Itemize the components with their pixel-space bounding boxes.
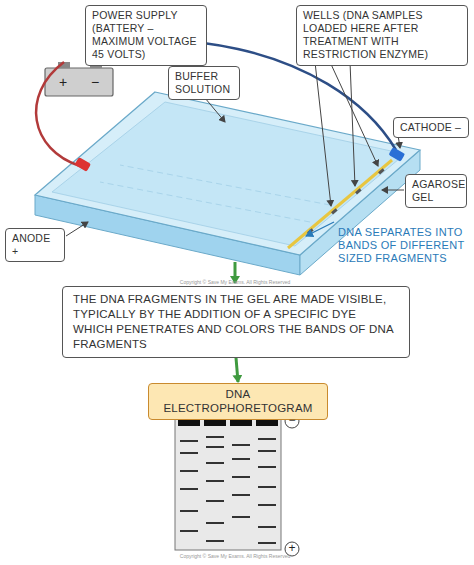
box-text: BUFFER SOLUTION [175,70,233,96]
label-holder: Copyright © Save My Exams. All Rights Re… [165,553,305,559]
label-holder: − [88,74,102,91]
annotation: DNA SEPARATES INTO BANDS OF DIFFERENT SI… [338,226,466,266]
title-box: DNA ELECTROPHORETOGRAM [148,383,328,420]
label-box: WELLS (DNA SAMPLES LOADED HERE AFTER TRE… [296,5,468,66]
label-box: ANODE + [5,228,65,262]
box-text: ANODE + [12,232,58,258]
label-holder: − [286,413,298,427]
box-text: WELLS (DNA SAMPLES LOADED HERE AFTER TRE… [303,9,461,62]
box-text: DNA ELECTROPHORETOGRAM [155,387,321,416]
battery-terminal: − [88,74,102,91]
label-holder: Copyright © Save My Exams. All Rights Re… [165,279,305,285]
label-box: BUFFER SOLUTION [168,66,240,100]
watermark: Copyright © Save My Exams. All Rights Re… [165,279,305,285]
box-text: CATHODE – [400,121,462,134]
flow-arrow [236,358,238,382]
box-text: AGAROSE GEL [412,178,460,204]
box-text: POWER SUPPLY (BATTERY – MAXIMUM VOLTAGE … [92,9,200,62]
watermark: Copyright © Save My Exams. All Rights Re… [165,553,305,559]
label-holder: DNA SEPARATES INTO BANDS OF DIFFERENT SI… [338,226,466,266]
battery-terminal: + [56,74,70,91]
polarity-sign: − [286,413,298,427]
label-holder: + [56,74,70,91]
label-box: AGAROSE GEL [405,174,467,208]
box-text: THE DNA FRAGMENTS IN THE GEL ARE MADE VI… [73,292,399,352]
label-box: CATHODE – [393,117,469,138]
process-box: THE DNA FRAGMENTS IN THE GEL ARE MADE VI… [62,286,410,358]
label-box: POWER SUPPLY (BATTERY – MAXIMUM VOLTAGE … [85,5,207,66]
